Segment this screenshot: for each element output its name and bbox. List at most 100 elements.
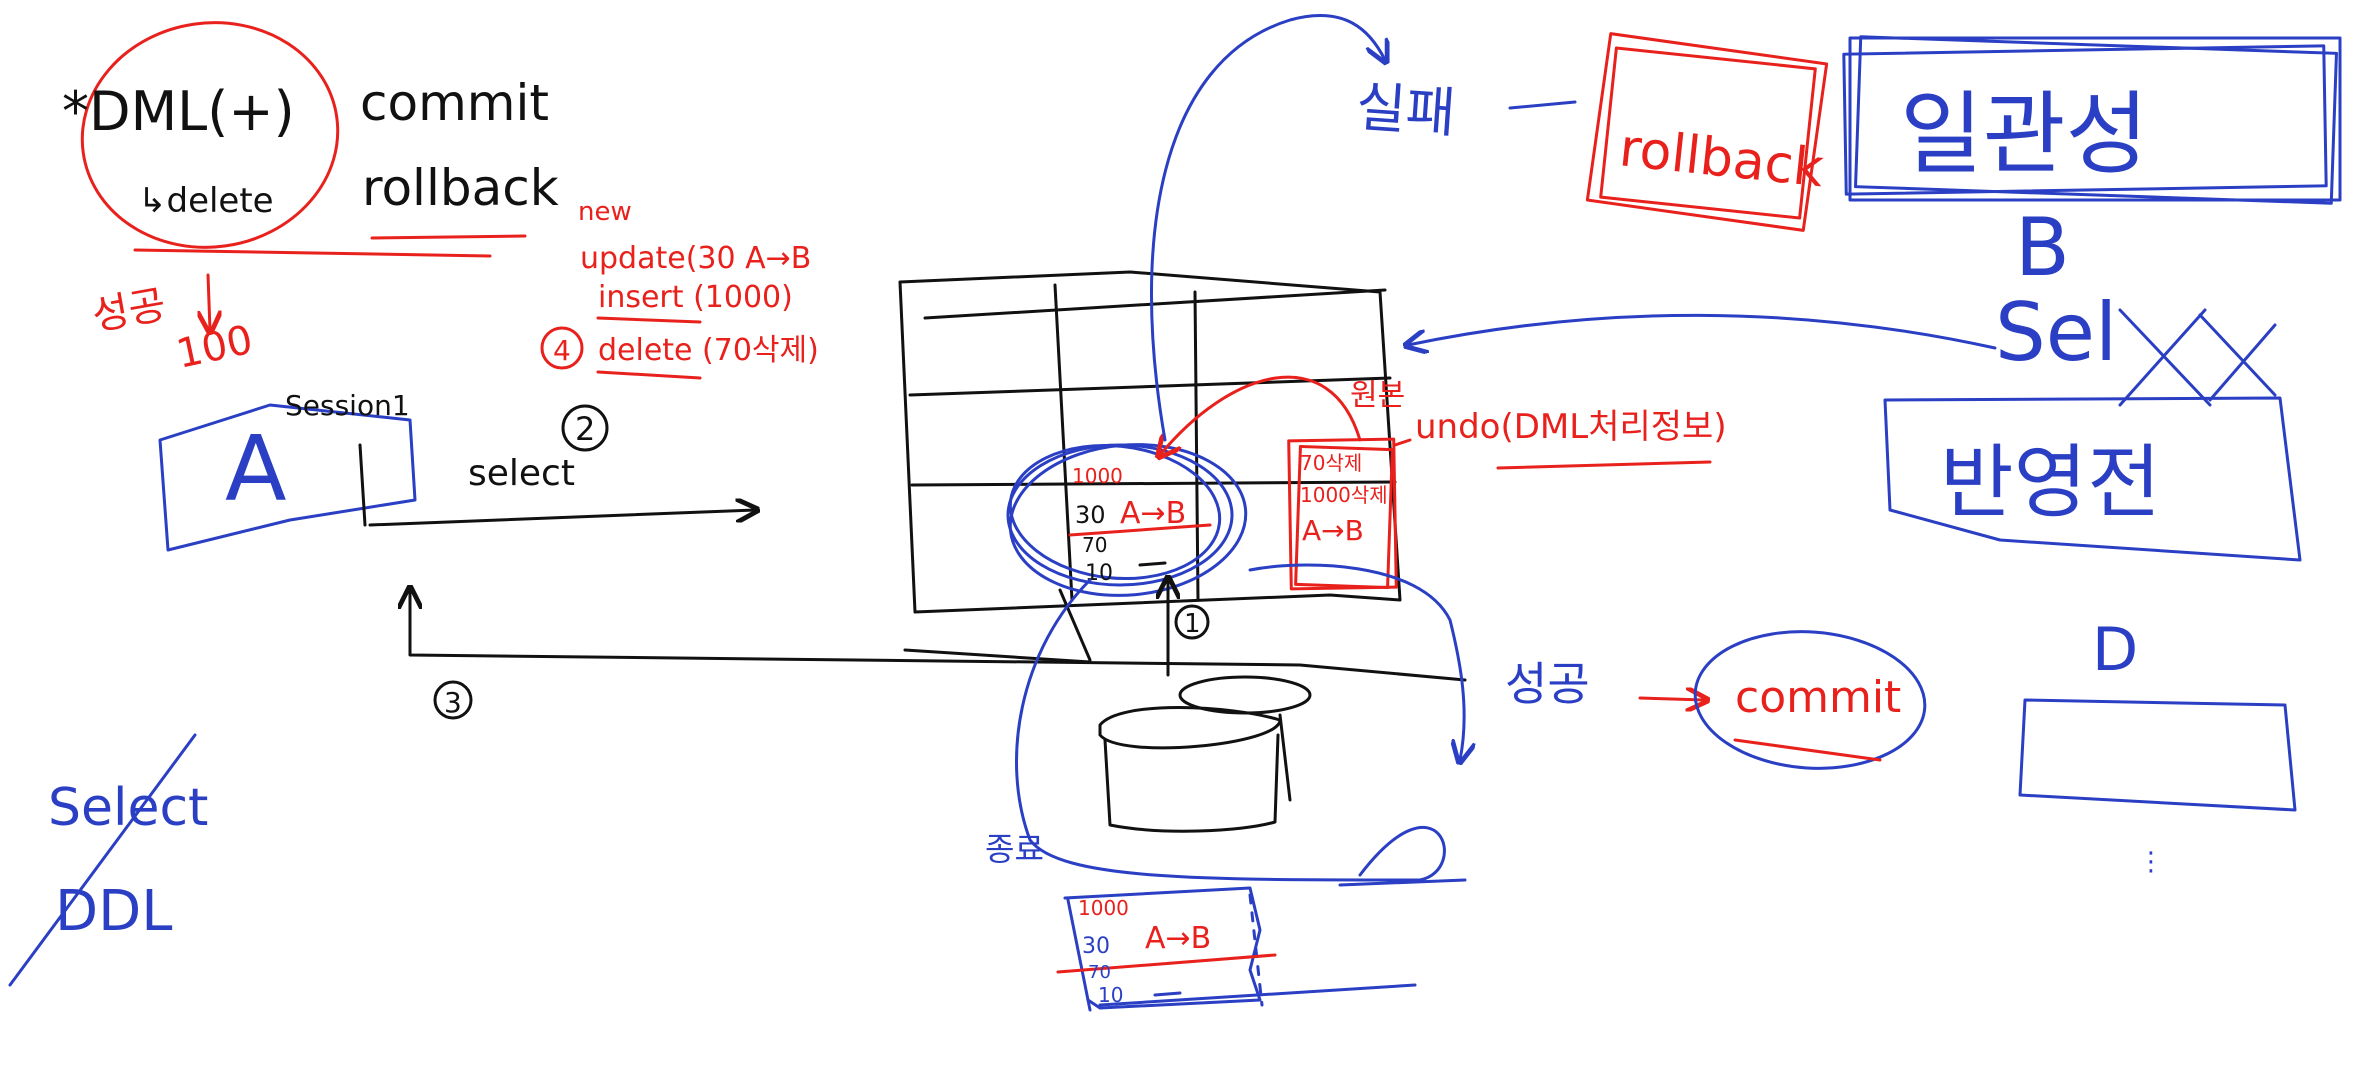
bottom-table-inner <box>1066 898 1092 1012</box>
dml-underline <box>133 248 492 258</box>
right-x-mark-1 <box>2118 308 2212 407</box>
bottom-table-group: 종료 1000 30 A→B 70 10 <box>985 830 1417 1012</box>
cell-strike <box>1068 523 1212 537</box>
data-table-group <box>898 270 1402 664</box>
blue-connectors <box>1015 14 1997 887</box>
cell-circle-3 <box>1008 443 1222 581</box>
red-success-note: 성공 <box>89 282 169 340</box>
right-box-top-label: 일관성 <box>1900 82 2148 187</box>
bottom-row-70: 70 <box>1088 962 1111 983</box>
dml-delete-subnote: ↳delete <box>138 181 274 221</box>
red-list-header: new <box>578 197 632 227</box>
commit-bubble <box>1693 630 1927 770</box>
delete-underline <box>596 370 702 380</box>
undo-box-line1: 70삭제 <box>1300 451 1362 475</box>
session-label: Session1 <box>285 389 410 422</box>
bottom-row-30-value: A→B <box>1145 921 1211 956</box>
right-sel-label: Sel <box>1995 286 2117 379</box>
dml-title: *DML(+) <box>62 80 295 143</box>
failure-dash <box>1508 100 1577 110</box>
select-arrow <box>368 510 755 527</box>
undo-box-line2: 1000삭제 <box>1300 483 1388 507</box>
rollback-box <box>1585 32 1829 232</box>
right-column-group: 일관성 B Sel 반영전 D ⋮ <box>1842 35 2342 877</box>
step-4-circle <box>540 326 584 370</box>
storage-disk-icon: 1 <box>1098 580 1312 833</box>
bottom-row-30: 30 <box>1082 934 1110 959</box>
step-1-circle <box>1174 604 1210 640</box>
failure-label: 실패 <box>1354 75 1458 145</box>
bottom-label: 종료 <box>985 830 1044 868</box>
blue-arrow-from-sel <box>1408 313 1997 348</box>
red-dml-list: new update(30 A→B insert (1000) 4 delete… <box>540 197 819 380</box>
cell-row-30-value: A→B <box>1120 496 1186 531</box>
undo-box-inner <box>1294 444 1394 590</box>
cell-row-1000: 1000 <box>1072 464 1123 488</box>
left-crossed-words: Select DDL <box>8 733 208 987</box>
cell-row-30: 30 <box>1075 501 1106 529</box>
commit-bubble-underline <box>1733 738 1882 762</box>
red-list-delete: delete (70삭제) <box>598 333 819 368</box>
step-1-number: 1 <box>1184 609 1201 639</box>
undo-box-line3: A→B <box>1302 514 1364 547</box>
step-4-number: 4 <box>553 334 571 367</box>
table-col-bottom-stub <box>1058 588 1092 662</box>
highlighted-cell-group: 1000 30 A→B 70 10 <box>1006 443 1248 597</box>
bottom-table-base <box>1098 983 1417 1007</box>
left-strike <box>8 733 197 987</box>
box-a-letter: A <box>225 417 287 522</box>
blue-curve-down <box>1248 563 1464 760</box>
table-extension-line <box>903 648 1092 664</box>
table-outline <box>898 270 1402 614</box>
select-label: select <box>468 453 575 494</box>
right-box-mid <box>1883 396 2302 562</box>
blue-curve-left-down <box>1015 578 1446 882</box>
red-down-arrow <box>208 273 210 330</box>
right-box-mid-label: 반영전 <box>1940 436 2161 529</box>
step-2-circle <box>561 404 609 452</box>
original-label: 원본 <box>1350 378 1405 413</box>
undo-connector <box>1393 438 1412 447</box>
table-row-line-2 <box>908 376 1392 397</box>
bottom-strike <box>1056 953 1277 974</box>
undo-segment-group: 70삭제 1000삭제 A→B undo(DML처리정보) 원본 <box>1160 375 1727 591</box>
blue-line-right <box>1338 878 1467 887</box>
right-box-top-3 <box>1842 44 2328 196</box>
success-label: 성공 <box>1505 657 1590 711</box>
step-3-circle <box>433 680 473 720</box>
bottom-row-1000: 1000 <box>1078 896 1129 920</box>
commit-note: commit <box>360 74 549 132</box>
undo-underline <box>1496 460 1712 470</box>
table-col-line-2 <box>1193 290 1200 602</box>
right-x-mark-2 <box>2198 313 2277 402</box>
bottom-table-col <box>1248 893 1264 1007</box>
disk-side <box>1278 713 1292 802</box>
bottom-row-10: 10 <box>1098 983 1123 1007</box>
return-arrow <box>410 590 1467 682</box>
right-box-bottom <box>2018 698 2297 812</box>
bottom-table-outline <box>1063 886 1262 1010</box>
table-row-line-1 <box>923 288 1387 320</box>
red-curve-arrow <box>1160 375 1362 455</box>
right-box-top <box>1848 36 2342 202</box>
undo-box <box>1287 437 1398 591</box>
commit-underline <box>370 234 527 240</box>
step-3-number: 3 <box>444 686 462 719</box>
dml-circle <box>80 21 340 249</box>
right-d-label: D <box>2092 615 2138 685</box>
bottom-dash <box>1153 991 1182 997</box>
cell-dash <box>1138 561 1167 567</box>
table-col-line-1 <box>1053 283 1074 602</box>
left-ddl: DDL <box>55 879 172 944</box>
undo-label: undo(DML처리정보) <box>1415 407 1727 447</box>
rollback-box-label: rollback <box>1617 118 1827 199</box>
dml-note-group: *DML(+) ↳delete commit rollback 성공 100 <box>62 21 559 378</box>
disk-body <box>1103 733 1280 833</box>
right-dots: ⋮ <box>2138 847 2164 877</box>
left-select: Select <box>48 778 208 838</box>
red-list-update: update(30 A→B <box>580 241 811 276</box>
success-commit-group: 성공 commit <box>1505 630 1927 770</box>
blue-loop-to-rollback <box>1150 14 1385 442</box>
commit-bubble-label: commit <box>1735 672 1901 723</box>
